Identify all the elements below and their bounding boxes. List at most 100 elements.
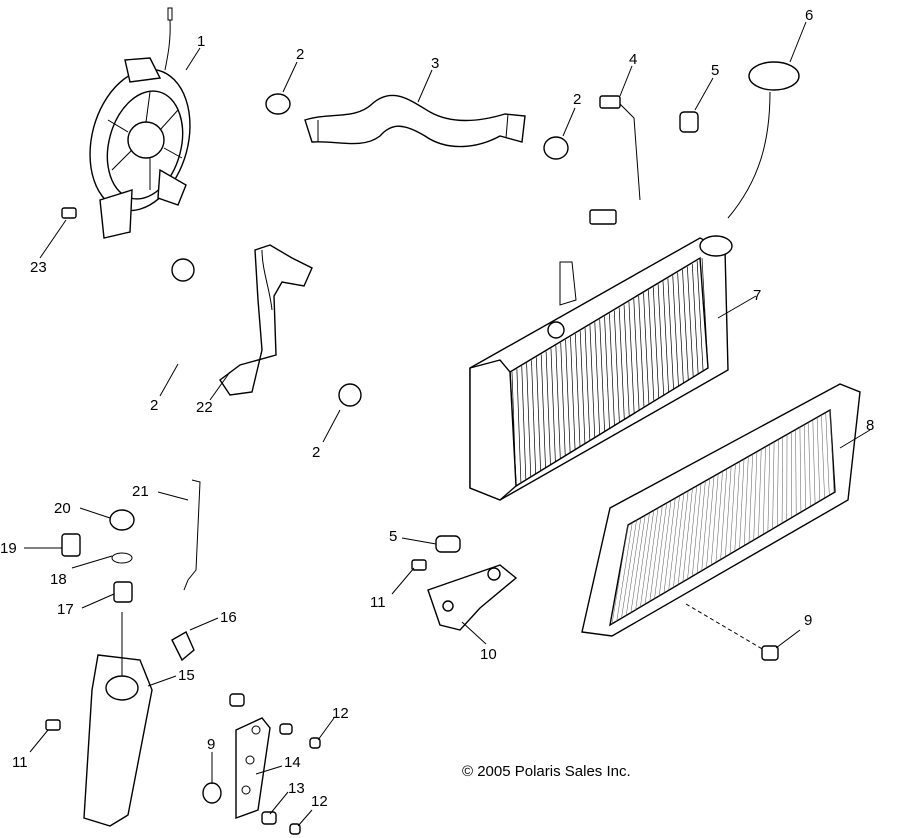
radiator-fin	[565, 339, 571, 453]
callout-5: 5	[711, 62, 719, 79]
screen-mesh-line	[808, 422, 811, 507]
screen-mesh-line	[734, 461, 740, 551]
radiator	[469, 209, 733, 501]
coolant-reservoir	[83, 612, 153, 827]
callout-22: 22	[196, 399, 213, 416]
callout-12: 12	[311, 793, 328, 810]
callout-6: 6	[805, 7, 813, 24]
radiator-fin	[540, 354, 546, 468]
radiator-fin	[584, 328, 591, 441]
radiator-fin	[696, 260, 704, 372]
radiator-fin	[691, 263, 699, 375]
screw-11	[45, 559, 427, 731]
screen-mesh-line	[762, 446, 766, 535]
callout-18: 18	[50, 571, 67, 588]
callout-13: 13	[288, 780, 305, 797]
reservoir-fittings	[61, 479, 201, 662]
radiator-fin	[555, 345, 561, 459]
radiator-fin	[701, 257, 709, 369]
screen-mesh-line	[772, 441, 775, 529]
radiator-fin	[618, 307, 625, 420]
radiator-fin	[589, 325, 596, 438]
callout-2: 2	[150, 397, 158, 414]
screen-mesh-line	[753, 451, 758, 540]
radiator-fin	[521, 366, 527, 480]
screen-mesh-line	[803, 424, 806, 509]
screen-mesh-line	[668, 495, 680, 591]
callout-15: 15	[178, 667, 195, 684]
radiator-fin	[623, 304, 630, 417]
screen-mesh-line	[781, 436, 783, 523]
screen-mesh-line	[710, 473, 719, 566]
callout-2: 2	[312, 444, 320, 461]
screen-mesh-line	[621, 520, 637, 619]
callout-1: 1	[197, 33, 205, 50]
callout-17: 17	[57, 601, 74, 618]
callout-2: 2	[296, 46, 304, 63]
radiator-fin	[536, 357, 541, 471]
radiator-screen	[581, 383, 861, 637]
screen-mesh-line	[673, 493, 685, 588]
radiator-fin	[531, 360, 537, 474]
reservoir-bracket	[229, 693, 321, 835]
callout-14: 14	[284, 754, 301, 771]
screen-mesh-line	[616, 522, 633, 622]
fan-assembly	[89, 7, 191, 239]
bolt-9	[202, 603, 779, 804]
screen-mesh-line	[829, 409, 835, 493]
callout-2: 2	[573, 91, 581, 108]
radiator-fin	[677, 272, 684, 384]
leader-lines	[24, 21, 871, 827]
screen-mesh-line	[767, 444, 771, 532]
callout-21: 21	[132, 483, 149, 500]
radiator-fin	[574, 333, 581, 447]
callout-10: 10	[480, 646, 497, 663]
screen-mesh-line	[663, 498, 676, 594]
lower-hose	[219, 244, 313, 396]
screen-mesh-line	[687, 485, 698, 580]
screen-mesh-line	[748, 454, 753, 543]
callout-3: 3	[431, 55, 439, 72]
radiator-fin	[667, 278, 674, 390]
callout-12: 12	[332, 705, 349, 722]
radiator-fin	[682, 269, 689, 381]
callout-9: 9	[804, 612, 812, 629]
radiator-fin	[657, 284, 665, 396]
screen-mesh-line	[625, 517, 642, 616]
screen-mesh-line	[725, 466, 732, 557]
screen-mesh-line	[644, 507, 659, 605]
screen-mesh-line	[816, 417, 821, 501]
screen-mesh-line	[739, 458, 745, 549]
screen-mesh-line	[630, 515, 646, 613]
radiator-fin	[599, 319, 605, 432]
radiator-fin	[672, 275, 679, 387]
screen-mesh-line	[821, 414, 825, 498]
screen-mesh-line	[758, 449, 762, 537]
screen-mesh-line	[825, 412, 830, 495]
radiator-fin	[550, 348, 556, 462]
screen-mesh-line	[799, 427, 802, 512]
radiator-fin	[648, 290, 655, 402]
radiator-fin	[638, 295, 645, 408]
radiator-fin	[609, 313, 615, 426]
hose-clamp	[171, 93, 569, 407]
callout-11: 11	[370, 594, 386, 611]
callout-23: 23	[30, 259, 47, 276]
callout-7: 7	[753, 287, 761, 304]
radiator-fin	[604, 316, 610, 429]
callout-8: 8	[866, 417, 874, 434]
radiator-fin	[628, 301, 635, 414]
radiator-fin	[643, 293, 650, 405]
radiator-fin	[560, 342, 566, 456]
screen-mesh-line	[795, 429, 797, 515]
screen-mesh-line	[682, 488, 693, 582]
callout-9: 9	[207, 736, 215, 753]
mounting-bracket	[427, 564, 518, 631]
radiator-fin	[545, 351, 551, 465]
radiator-fin	[570, 336, 576, 450]
radiator-fin	[516, 369, 522, 483]
callout-16: 16	[220, 609, 237, 626]
screen-mesh-line	[611, 524, 629, 625]
radiator-fin	[594, 322, 601, 435]
